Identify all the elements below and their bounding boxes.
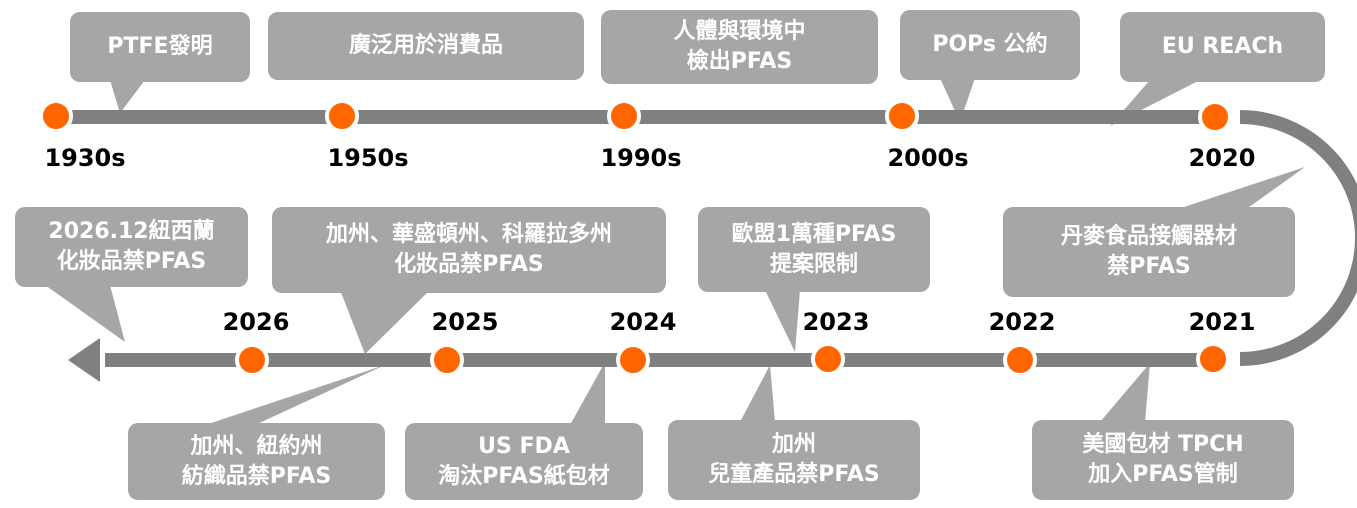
year-label: 2024	[609, 308, 677, 336]
event-text: 歐盟1萬種PFAS	[731, 221, 897, 247]
event-text: 淘汰PFAS紙包材	[438, 463, 610, 489]
year-label: 2000s	[887, 144, 969, 172]
event-text: 加州、華盛頓州、科羅拉多州	[325, 222, 612, 247]
event-text: US FDA	[478, 433, 570, 459]
event-text: 禁PFAS	[1107, 254, 1191, 279]
dot-2021	[1196, 342, 1230, 376]
timeline-curve	[1239, 110, 1357, 366]
event-text: 加州、紐約州	[190, 433, 323, 459]
event-text: 加入PFAS管制	[1088, 462, 1238, 487]
year-label: 2023	[802, 308, 870, 336]
dot-2000s	[885, 99, 919, 133]
tail-tpch	[1100, 363, 1150, 422]
tail-eu	[765, 290, 800, 352]
arrow-head	[68, 338, 100, 382]
event-eu: 歐盟1萬種PFAS 提案限制	[698, 207, 930, 292]
event-text: 化妝品禁PFAS	[394, 252, 544, 277]
event-ca-kids: 加州兒童產品禁PFAS	[668, 420, 920, 500]
dot-2026	[235, 343, 269, 377]
tail-fda	[570, 362, 605, 425]
event-text: 丹麥食品接觸器材	[1060, 224, 1237, 249]
event-reach: EU REACh	[1120, 12, 1325, 82]
year-label: 2020	[1188, 144, 1256, 172]
tail-states	[340, 290, 430, 354]
dot-2022	[1003, 343, 1037, 377]
year-label: 2022	[988, 308, 1056, 336]
event-tpch: 美國包材 TPCH 加入PFAS管制	[1032, 420, 1294, 500]
dot-2025	[430, 343, 464, 377]
event-text: 兒童產品禁PFAS	[708, 462, 880, 487]
event-detected: 人體與環境中檢出PFAS	[601, 10, 878, 84]
event-text: PTFE發明	[107, 34, 213, 59]
tail-ny	[205, 365, 385, 425]
event-text: 2026.12紐西蘭	[48, 219, 215, 244]
tail-ca-kids	[740, 365, 775, 422]
year-label: 1950s	[327, 144, 409, 172]
dot-2023	[811, 342, 845, 376]
event-ptfe: PTFE發明	[70, 12, 250, 82]
event-text: 美國包材 TPCH	[1082, 432, 1244, 457]
event-text: 人體與環境中	[673, 19, 806, 44]
event-text: 廣泛用於消費品	[348, 33, 503, 58]
year-label: 2025	[431, 308, 499, 336]
event-text: 加州	[771, 432, 816, 457]
event-text: 檢出PFAS	[686, 49, 793, 74]
dot-1950s	[325, 99, 359, 133]
dot-1990s	[607, 99, 641, 133]
event-ny: 加州、紐約州紡織品禁PFAS	[128, 423, 385, 500]
dot-1930s	[39, 99, 73, 133]
event-text: 提案限制	[769, 251, 858, 277]
event-nz: 2026.12紐西蘭化妝品禁PFAS	[15, 207, 248, 287]
tail-nz	[45, 285, 125, 342]
event-consumer: 廣泛用於消費品	[268, 12, 584, 80]
dot-2020	[1198, 100, 1232, 134]
tail-pops	[940, 78, 975, 122]
tail-ptfe	[110, 80, 145, 113]
event-text: EU REACh	[1161, 34, 1284, 59]
event-text: POPs 公約	[932, 32, 1048, 57]
year-label: 2026	[222, 308, 290, 336]
event-fda: US FDA 淘汰PFAS紙包材	[405, 423, 643, 500]
tail-denmark	[1175, 167, 1305, 210]
dot-2024	[616, 343, 650, 377]
event-denmark: 丹麥食品接觸器材禁PFAS	[1003, 207, 1295, 297]
event-text: 紡織品禁PFAS	[181, 463, 332, 489]
event-states: 加州、華盛頓州、科羅拉多州化妝品禁PFAS	[272, 207, 666, 293]
year-label: 2021	[1188, 308, 1256, 336]
year-label: 1930s	[44, 144, 126, 172]
year-label: 1990s	[600, 144, 682, 172]
event-pops: POPs 公約	[900, 10, 1080, 80]
event-text: 化妝品禁PFAS	[56, 249, 207, 274]
